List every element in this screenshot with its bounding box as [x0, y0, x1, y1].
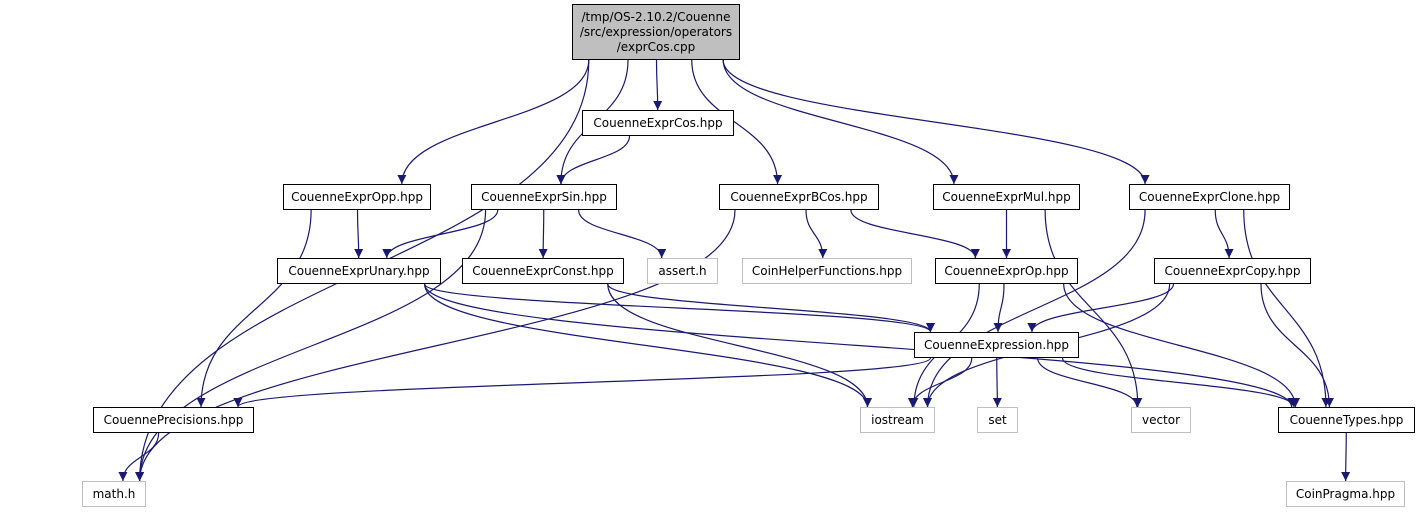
edge-root-to-exprclone_hpp — [722, 59, 1150, 185]
node-couenneprecisions-hpp[interactable]: CouennePrecisions.hpp — [93, 407, 254, 433]
edge-exprunary_hpp-to-types_hpp — [424, 283, 1297, 408]
node-label: math.h — [92, 486, 136, 501]
node-couenneexprconst-hpp[interactable]: CouenneExprConst.hpp — [462, 258, 624, 284]
edge-exprsin_hpp-to-exprconst_hpp — [538, 209, 548, 259]
node-label: CouenneExprCopy.hpp — [1164, 263, 1301, 278]
node-math-h: math.h — [82, 481, 146, 507]
edge-root-to-exprbcos_hpp — [691, 59, 783, 185]
edge-expression_hpp-to-vector — [1037, 357, 1142, 408]
node-label: CouenneExprClone.hpp — [1138, 189, 1281, 204]
node-exprcos-cpp: /tmp/OS-2.10.2/Couenne /src/expression/o… — [572, 4, 740, 60]
node-label: CouenneExprOp.hpp — [944, 263, 1069, 278]
edge-types_hpp-to-coinpragma_hpp — [1341, 432, 1351, 482]
node-couennetypes-hpp[interactable]: CouenneTypes.hpp — [1278, 407, 1415, 433]
edge-exprclone_hpp-to-exprcopy_hpp — [1214, 209, 1234, 259]
node-couenneexprcos-hpp[interactable]: CouenneExprCos.hpp — [582, 110, 734, 136]
node-couenneexprclone-hpp[interactable]: CouenneExprClone.hpp — [1129, 184, 1290, 210]
node-label: CouenneExpression.hpp — [923, 337, 1070, 352]
edge-exprcopy_hpp-to-expression_hpp — [1027, 283, 1175, 333]
edge-exprsin_hpp-to-exprunary_hpp — [382, 209, 499, 259]
node-label: CouenneExprBCos.hpp — [730, 189, 868, 204]
node-label: CouenneExprConst.hpp — [472, 263, 614, 278]
node-iostream: iostream — [860, 407, 935, 433]
node-label: CouennePrecisions.hpp — [103, 412, 244, 427]
node-couenneexprcopy-hpp[interactable]: CouenneExprCopy.hpp — [1154, 258, 1311, 284]
edge-exprconst_hpp-to-iostream — [607, 283, 872, 408]
edge-exprcopy_hpp-to-types_hpp — [1260, 283, 1334, 408]
node-label: vector — [1141, 412, 1181, 427]
edge-expression_hpp-to-precisions_hpp — [233, 357, 932, 408]
node-couenneexprmul-hpp[interactable]: CouenneExprMul.hpp — [933, 184, 1080, 210]
edge-root-to-exprcos_hpp — [653, 59, 663, 111]
node-label: set — [988, 412, 1007, 427]
edge-exprmul_hpp-to-vector — [1044, 209, 1143, 408]
node-label: CouenneExprMul.hpp — [942, 189, 1071, 204]
node-couenneexprsin-hpp[interactable]: CouenneExprSin.hpp — [471, 184, 617, 210]
edge-expression_hpp-to-iostream — [907, 357, 973, 408]
node-set: set — [977, 407, 1018, 433]
edge-expropp_hpp-to-exprunary_hpp — [354, 209, 364, 259]
node-label: CouenneExprCos.hpp — [593, 115, 723, 130]
node-label: CouenneExprUnary.hpp — [288, 263, 430, 278]
node-label: iostream — [871, 412, 924, 427]
edge-exprop_hpp-to-types_hpp — [1063, 283, 1300, 408]
node-label: CouenneExprOpp.hpp — [291, 189, 423, 204]
edge-exprconst_hpp-to-expression_hpp — [607, 283, 935, 333]
edge-exprcos_hpp-to-exprsin_hpp — [556, 135, 631, 185]
node-assert-h: assert.h — [647, 258, 718, 284]
edge-exprbcos_hpp-to-exprop_hpp — [850, 209, 980, 259]
node-couenneexpropp-hpp[interactable]: CouenneExprOpp.hpp — [283, 184, 431, 210]
node-label: assert.h — [658, 263, 707, 278]
node-label: /tmp/OS-2.10.2/Couenne /src/expression/o… — [579, 9, 733, 54]
edge-exprclone_hpp-to-types_hpp — [1243, 209, 1331, 408]
edge-root-to-exprmul_hpp — [722, 59, 959, 185]
edge-root-to-expropp_hpp — [397, 59, 590, 185]
edge-exprunary_hpp-to-expression_hpp — [424, 283, 935, 333]
node-coinpragma-hpp: CoinPragma.hpp — [1286, 481, 1405, 507]
node-couenneexprop-hpp[interactable]: CouenneExprOp.hpp — [935, 258, 1078, 284]
node-couenneexpression-hpp[interactable]: CouenneExpression.hpp — [914, 332, 1079, 358]
node-couenneexprbcos-hpp[interactable]: CouenneExprBCos.hpp — [719, 184, 879, 210]
edge-precisions_hpp-to-math_h — [118, 432, 160, 482]
edge-exprbcos_hpp-to-coinhelper_hpp — [805, 209, 828, 259]
edge-expropp_hpp-to-precisions_hpp — [196, 209, 312, 408]
node-label: CouenneTypes.hpp — [1289, 412, 1404, 427]
node-label: CoinPragma.hpp — [1295, 486, 1396, 501]
edge-exprsin_hpp-to-assert_h — [578, 209, 667, 259]
edge-expression_hpp-to-set — [992, 357, 1002, 408]
node-couenneexprunary-hpp[interactable]: CouenneExprUnary.hpp — [277, 258, 441, 284]
node-coinhelperfunctions-hpp: CoinHelperFunctions.hpp — [742, 258, 912, 284]
edge-exprop_hpp-to-expression_hpp — [993, 283, 1005, 333]
node-label: CoinHelperFunctions.hpp — [751, 263, 903, 278]
edge-exprunary_hpp-to-iostream — [424, 283, 872, 408]
node-vector: vector — [1131, 407, 1191, 433]
edge-exprclone_hpp-to-iostream — [923, 209, 1146, 408]
node-label: CouenneExprSin.hpp — [481, 189, 607, 204]
edge-expression_hpp-to-types_hpp — [1061, 357, 1299, 408]
